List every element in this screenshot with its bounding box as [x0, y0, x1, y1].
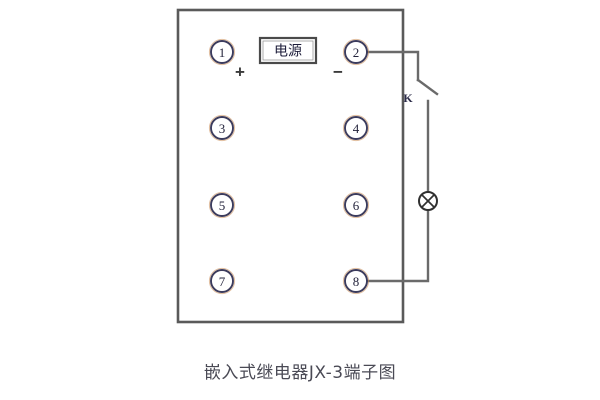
terminal-1-halo: [208, 38, 236, 66]
terminal-7-halo: [208, 267, 236, 295]
terminal-8-circle: [344, 269, 368, 293]
terminal-1-number: 1: [219, 45, 226, 60]
terminal-2: 2−: [333, 38, 370, 82]
switch-blade-icon: [416, 78, 439, 96]
terminal-7: 7: [208, 267, 236, 295]
power-supply-box: 电源: [258, 36, 318, 65]
wire-terminal2-to-switch: [365, 50, 420, 82]
switch-label-k: K: [403, 91, 413, 105]
terminal-8: 8: [342, 267, 370, 295]
wiring-group: [365, 50, 430, 283]
terminal-4-number: 4: [353, 121, 360, 136]
terminal-6-number: 6: [353, 198, 360, 213]
relay-case-outline: [176, 8, 405, 324]
terminal-4: 4: [342, 114, 370, 142]
terminal-2-number: 2: [353, 45, 360, 60]
power-supply-box-outline: [258, 36, 318, 65]
terminal-5: 5: [208, 191, 236, 219]
indicator-lamp-icon: [418, 191, 438, 211]
terminal-7-number: 7: [219, 274, 226, 289]
terminal-7-circle: [210, 269, 234, 293]
terminal-6-halo: [342, 191, 370, 219]
terminal-2-circle: [344, 40, 368, 64]
terminal-3: 3: [208, 114, 236, 142]
terminal-3-circle: [210, 116, 234, 140]
terminal-5-halo: [208, 191, 236, 219]
figure-caption: 嵌入式继电器JX-3端子图: [203, 363, 397, 383]
terminal-2-halo: [342, 38, 370, 66]
terminal-3-halo: [208, 114, 236, 142]
terminal-1-polarity-sign: +: [235, 63, 245, 82]
terminal-4-halo: [342, 114, 370, 142]
wire-lamp-to-terminal8: [365, 208, 430, 283]
terminal-6-circle: [344, 193, 368, 217]
terminal-6: 6: [342, 191, 370, 219]
power-supply-label: 电源: [274, 44, 302, 60]
terminal-1-circle: [210, 40, 234, 64]
lamp-cross-stroke-2: [421, 194, 435, 208]
terminal-2-polarity-sign: −: [333, 63, 343, 82]
terminal-8-halo: [342, 267, 370, 295]
terminal-4-circle: [344, 116, 368, 140]
terminal-5-number: 5: [219, 198, 226, 213]
terminal-5-circle: [210, 193, 234, 217]
power-supply-box-inner-outline: [262, 40, 314, 61]
terminal-3-number: 3: [219, 121, 226, 136]
terminal-8-number: 8: [353, 274, 360, 289]
terminal-1: 1+: [208, 38, 245, 82]
